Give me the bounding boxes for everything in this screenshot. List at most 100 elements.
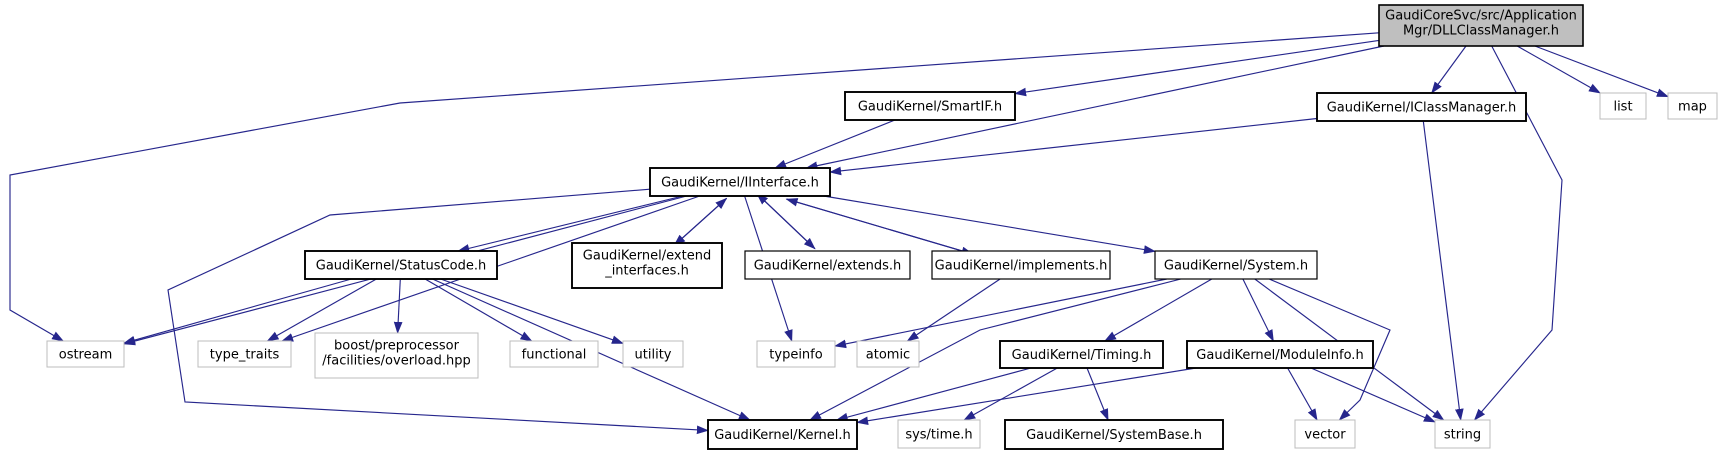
node-box-smartif[interactable] [844,91,1016,121]
node-box-typetraits [197,340,292,368]
node-label-functional: functional [522,348,587,363]
edge-implements-atomic [906,278,1001,342]
edge-statuscode-utility [440,278,624,344]
node-box-root [1378,4,1584,47]
node-label-systembase: GaudiKernel/SystemBase.h [1026,428,1202,443]
node-implements[interactable]: GaudiKernel/implements.h [931,250,1111,280]
node-label-boost: boost/preprocessor/facilities/overload.h… [322,339,470,369]
node-smartif[interactable]: GaudiKernel/SmartIF.h [844,91,1016,121]
edge-root-list [1516,45,1601,94]
edge-implements-iinterface [785,198,973,255]
edge-system-vector [1268,278,1391,421]
node-atomic: atomic [856,340,920,368]
edge-iinterface-kernel [167,188,709,435]
edge-moduleinfo-kernel [856,367,1197,426]
node-label-typetraits: type_traits [210,348,280,363]
node-label-typeinfo: typeinfo [769,348,822,363]
node-label-implements: GaudiKernel/implements.h [935,259,1108,274]
node-label-extintf: GaudiKernel/extend_interfaces.h [583,249,711,279]
edge-timing-kernel [835,367,1032,422]
node-box-string [1434,419,1491,449]
edge-root-ostream [9,32,1380,342]
node-box-systembase[interactable] [1004,419,1224,450]
edge-extintf-iinterface [673,197,728,246]
node-label-extends: GaudiKernel/extends.h [754,259,902,274]
node-box-extintf[interactable] [571,242,723,289]
node-kernel[interactable]: GaudiKernel/Kernel.h [707,419,858,450]
node-systime: sys/time.h [897,419,981,449]
node-typetraits: type_traits [197,340,292,368]
node-box-list [1599,92,1647,120]
node-label-smartif: GaudiKernel/SmartIF.h [858,100,1002,115]
node-box-vector [1294,419,1356,449]
edge-root-map [1534,45,1669,98]
node-systembase[interactable]: GaudiKernel/SystemBase.h [1004,419,1224,450]
node-box-iinterface[interactable] [649,167,831,197]
node-box-extends[interactable] [744,250,911,280]
edge-system-timing [1103,278,1213,342]
edge-iinterface-statuscode [457,195,683,253]
node-box-typeinfo [756,340,836,368]
node-statuscode[interactable]: GaudiKernel/StatusCode.h [304,250,498,280]
edge-statuscode-functional [424,278,533,342]
node-list: list [1599,92,1647,120]
edge-iclassmanager-iinterface [829,117,1318,176]
node-label-vector: vector [1304,428,1346,443]
node-box-ostream [46,340,125,368]
edge-statuscode-boost [393,278,403,334]
node-utility: utility [622,340,684,368]
node-label-list: list [1613,100,1632,115]
node-label-string: string [1444,428,1481,443]
node-box-kernel[interactable] [707,419,858,450]
node-label-kernel: GaudiKernel/Kernel.h [714,428,851,443]
node-system[interactable]: GaudiKernel/System.h [1154,250,1318,280]
node-typeinfo: typeinfo [756,340,836,368]
node-label-utility: utility [635,348,672,363]
edge-iinterface-system [823,195,1156,254]
edge-moduleinfo-vector [1287,367,1318,421]
node-iinterface[interactable]: GaudiKernel/IInterface.h [649,167,831,197]
node-box-boost [314,332,479,379]
node-label-moduleinfo: GaudiKernel/ModuleInfo.h [1196,348,1363,363]
edge-moduleinfo-string [1310,367,1436,423]
edge-root-iclassmanager [1431,45,1467,94]
node-label-map: map [1678,100,1707,115]
node-functional: functional [509,340,599,368]
node-box-statuscode[interactable] [304,250,498,280]
node-label-systime: sys/time.h [905,428,972,443]
node-moduleinfo[interactable]: GaudiKernel/ModuleInfo.h [1186,340,1374,369]
node-box-iclassmanager[interactable] [1316,92,1527,122]
edge-statuscode-typetraits [266,278,377,342]
node-map: map [1667,92,1718,120]
node-extends[interactable]: GaudiKernel/extends.h [744,250,911,280]
edge-timing-systime [963,367,1058,421]
node-iclassmanager[interactable]: GaudiKernel/IClassManager.h [1316,92,1527,122]
node-label-system: GaudiKernel/System.h [1164,259,1308,274]
edge-system-moduleinfo [1242,278,1274,342]
edge-system-kernel [809,278,1182,421]
node-box-moduleinfo[interactable] [1186,340,1374,369]
node-box-functional [509,340,599,368]
node-extintf[interactable]: GaudiKernel/extend_interfaces.h [571,242,723,289]
node-string: string [1434,419,1491,449]
node-box-timing[interactable] [999,340,1164,369]
node-ostream: ostream [46,340,125,368]
node-label-iclassmanager: GaudiKernel/IClassManager.h [1327,101,1517,116]
node-timing[interactable]: GaudiKernel/Timing.h [999,340,1164,369]
edge-system-typeinfo [834,278,1167,349]
node-box-system[interactable] [1154,250,1318,280]
edge-smartif-iinterface [774,119,896,169]
edge-root-iinterface [805,45,1385,170]
edge-statuscode-ostream [123,278,352,345]
node-box-systime [897,419,981,449]
edge-extends-iinterface [756,193,816,250]
edge-root-smartif [1014,39,1380,97]
node-label-ostream: ostream [59,348,113,363]
node-box-atomic [856,340,920,368]
node-label-iinterface: GaudiKernel/IInterface.h [661,176,819,191]
node-box-implements[interactable] [931,250,1111,280]
